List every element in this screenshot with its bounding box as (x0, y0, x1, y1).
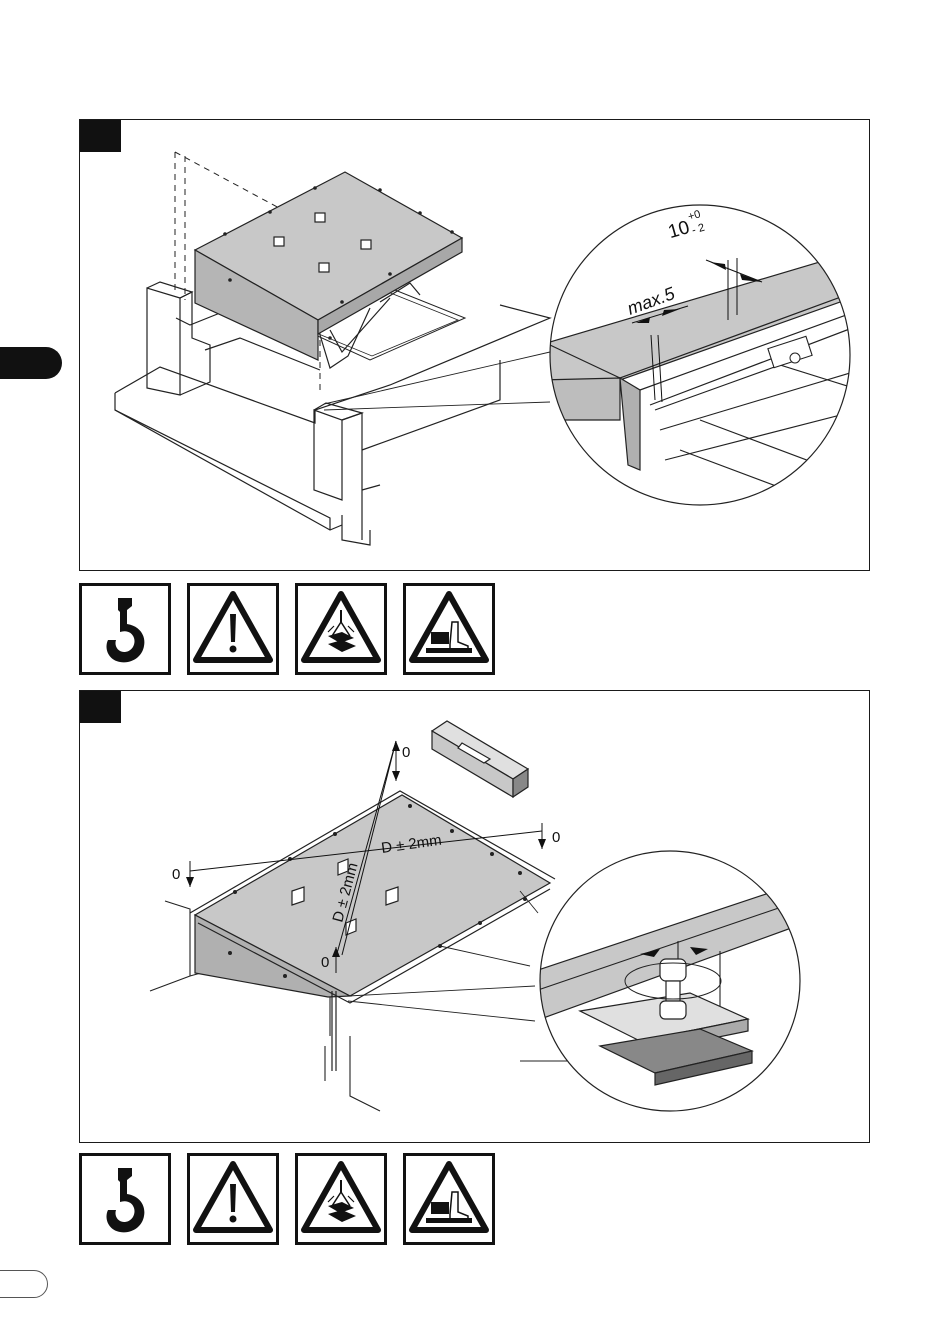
level-label-right: 0 (552, 829, 560, 846)
level-label-top: 0 (402, 744, 410, 761)
step-1-warning-icons (79, 583, 495, 675)
warning-triangle-icon (187, 583, 279, 675)
step-1-illustration: 10 +0 - 2 max.5 (80, 120, 869, 570)
step-2-illustration: 0 0 0 0 D ± 2mm D ± 2mm (80, 691, 869, 1142)
level-label-left: 0 (172, 866, 180, 883)
suspended-load-warning-icon (295, 583, 387, 675)
step-2-panel: 0 0 0 0 D ± 2mm D ± 2mm (79, 690, 870, 1143)
suspended-load-warning-icon (295, 1153, 387, 1245)
step-1-panel: 10 +0 - 2 max.5 (79, 119, 870, 571)
step-2-warning-icons (79, 1153, 495, 1245)
level-label-bottom: 0 (321, 954, 329, 971)
spirit-level-icon (432, 721, 528, 797)
page-number-oval (0, 1270, 48, 1298)
foot-crush-warning-icon (403, 1153, 495, 1245)
warning-triangle-icon (187, 1153, 279, 1245)
crane-hook-icon (79, 1153, 171, 1245)
crane-hook-icon (79, 583, 171, 675)
foot-crush-warning-icon (403, 583, 495, 675)
chapter-side-tab (0, 347, 62, 379)
